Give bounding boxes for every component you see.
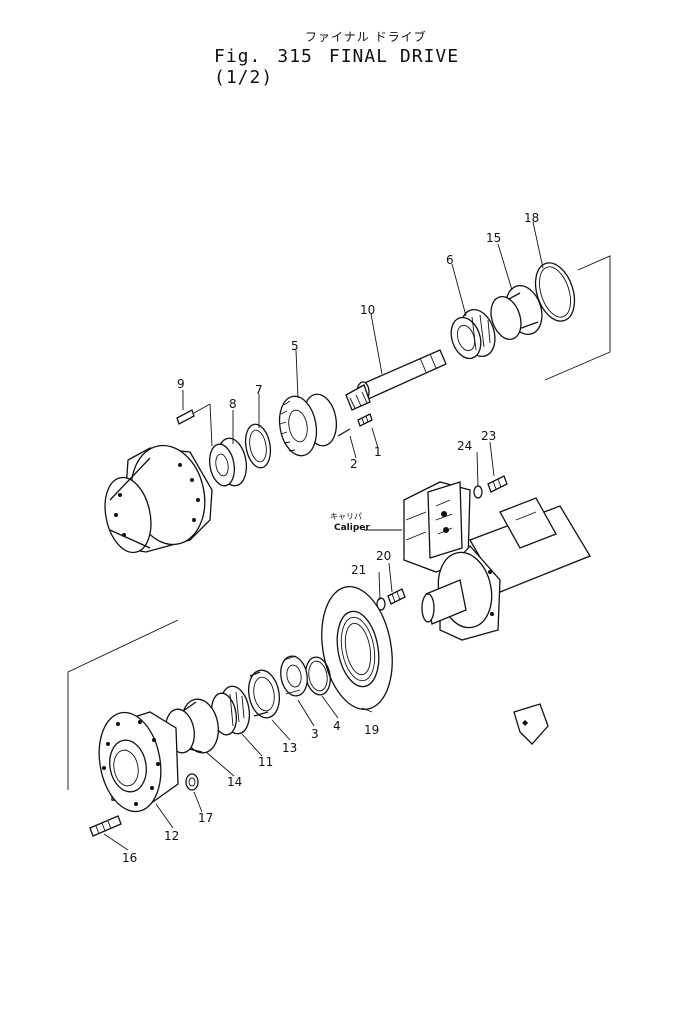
title-japanese: ファイナル ドライブ: [305, 30, 427, 44]
callout-15: 15: [486, 231, 501, 245]
callout-14: 14: [227, 775, 242, 789]
part-8-bearing: [208, 437, 248, 487]
part-24-washer: [473, 485, 483, 499]
part-18-snap-ring: [534, 262, 576, 322]
callout-21: 21: [351, 563, 366, 577]
callout-numbers: 1 2 3 4 5 6 8 7 9 10 11 12 13 14 15 16 1…: [122, 211, 539, 865]
callout-23: 23: [481, 429, 496, 443]
callout-1: 1: [374, 445, 382, 459]
callout-3: 3: [311, 727, 319, 741]
part-16-stud-bolt: [89, 815, 122, 837]
callout-19: 19: [364, 723, 379, 737]
callout-8: 8: [229, 397, 237, 411]
callout-11: 11: [258, 755, 273, 769]
callout-12: 12: [164, 829, 179, 843]
group-boundary-upper: [544, 255, 611, 381]
part-15-bearing-cup: [490, 285, 543, 341]
figure-number: 315: [277, 46, 313, 67]
part-9-bolt: [176, 403, 213, 447]
leader-lines: [103, 221, 544, 851]
group-boundary-lower: [67, 619, 179, 790]
part-19-brake-disc: [321, 586, 393, 710]
part-12-hub: [98, 711, 179, 813]
caliper-label-jp: キャリパ: [330, 512, 362, 521]
part-23-bolt: [487, 475, 508, 493]
figure-label: Fig.: [214, 46, 262, 67]
caliper-label-en: Caliper: [334, 523, 370, 533]
callout-17: 17: [198, 811, 213, 825]
brake-caliper: [403, 481, 471, 573]
final-drive-housing: [104, 444, 213, 554]
part-7-ring: [244, 423, 272, 469]
callout-9: 9: [177, 377, 185, 391]
part-10-shaft: [345, 349, 447, 411]
callout-18: 18: [524, 211, 539, 225]
part-3-seal: [280, 655, 308, 697]
reference-tag: ◆: [513, 703, 549, 745]
part-1-bolt: [357, 413, 373, 427]
callout-4: 4: [333, 719, 341, 733]
callout-13: 13: [282, 741, 297, 755]
part-2-pin: [337, 428, 351, 437]
part-21-washer: [376, 597, 386, 611]
callout-7: 7: [255, 383, 263, 397]
part-6-bearing-cone: [450, 308, 496, 360]
axle-housing: [421, 497, 591, 641]
part-20-bolt: [387, 588, 406, 605]
svg-text:◆: ◆: [522, 718, 529, 727]
caliper-label: キャリパ Caliper: [330, 512, 370, 533]
part-17-nut: [185, 773, 199, 791]
part-13-bearing-cup: [248, 669, 280, 719]
callout-24: 24: [457, 439, 472, 453]
callout-20: 20: [376, 549, 391, 563]
callout-5: 5: [291, 339, 299, 353]
callout-10: 10: [360, 303, 375, 317]
callout-2: 2: [350, 457, 358, 471]
callout-16: 16: [122, 851, 137, 865]
callout-6: 6: [446, 253, 454, 267]
figure-name: FINAL DRIVE (1/2): [214, 46, 460, 88]
part-5-gear: [278, 393, 338, 457]
